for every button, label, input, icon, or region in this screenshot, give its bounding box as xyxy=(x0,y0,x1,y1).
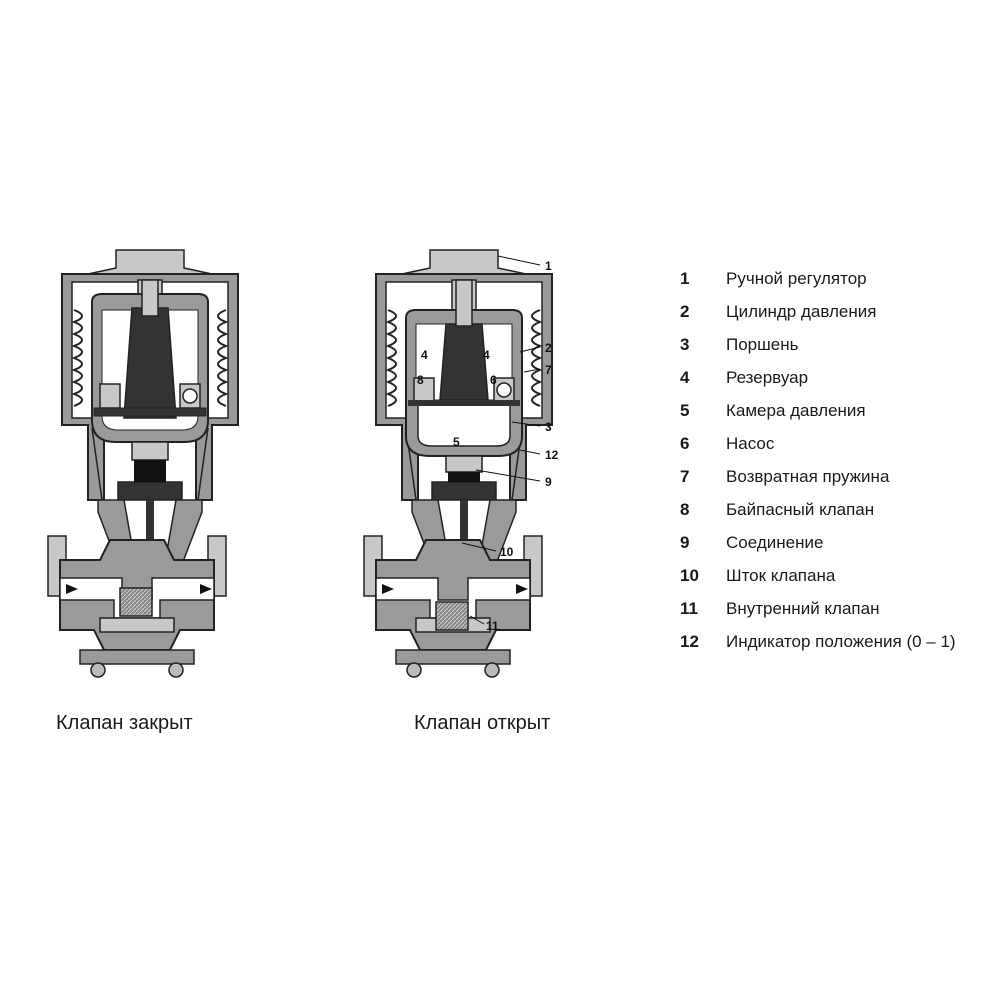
legend-text: Резервуар xyxy=(726,368,809,387)
label-bypass: 8 xyxy=(417,373,424,387)
legend-number: 2 xyxy=(680,302,690,321)
legend-item: 3 Поршень xyxy=(680,328,990,361)
legend-text: Поршень xyxy=(726,335,799,354)
legend-text: Насос xyxy=(726,434,775,453)
label-chamber: 5 xyxy=(453,435,460,449)
caption-open: Клапан открыт xyxy=(414,712,551,734)
legend-number: 1 xyxy=(680,269,690,288)
legend-item: 5 Камера давления xyxy=(680,394,990,427)
callout-1: 1 xyxy=(545,259,552,273)
legend-number: 9 xyxy=(680,533,690,552)
legend-number: 7 xyxy=(680,467,690,486)
legend-item: 1 Ручной регулятор xyxy=(680,262,990,295)
callout-7: 7 xyxy=(545,363,552,377)
label-reservoir-left: 4 xyxy=(421,348,428,362)
legend-text: Байпасный клапан xyxy=(726,500,875,519)
legend-item: 7 Возвратная пружина xyxy=(680,460,990,493)
legend-item: 8 Байпасный клапан xyxy=(680,493,990,526)
callout-11: 11 xyxy=(486,619,499,633)
legend-number: 10 xyxy=(680,566,699,585)
legend-text: Камера давления xyxy=(726,401,866,420)
legend-text: Внутренний клапан xyxy=(726,599,880,618)
legend-item: 9 Соединение xyxy=(680,526,990,559)
legend-text: Соединение xyxy=(726,533,824,552)
legend-text: Возвратная пружина xyxy=(726,467,890,486)
legend-item: 10 Шток клапана xyxy=(680,559,990,592)
callout-12: 12 xyxy=(545,448,559,462)
legend-number: 6 xyxy=(680,434,690,453)
legend-number: 3 xyxy=(680,335,690,354)
legend-text: Ручной регулятор xyxy=(726,269,867,288)
callout-9: 9 xyxy=(545,475,552,489)
callout-numbers: 1 2 7 3 12 9 10 11 xyxy=(486,259,559,633)
callout-2: 2 xyxy=(545,341,552,355)
callout-3: 3 xyxy=(545,420,552,434)
legend-item: 6 Насос xyxy=(680,427,990,460)
label-reservoir-right: 4 xyxy=(483,348,490,362)
caption-closed: Клапан закрыт xyxy=(56,712,193,734)
legend: 1 Ручной регулятор 2 Цилиндр давления 3 … xyxy=(680,262,990,691)
legend-text: Шток клапана xyxy=(726,566,836,585)
legend-number: 5 xyxy=(680,401,690,420)
callouts xyxy=(461,255,541,625)
valve-open xyxy=(363,249,553,678)
inner-labels: 4 4 5 6 8 xyxy=(417,348,497,449)
legend-text: Цилиндр давления xyxy=(726,302,877,321)
legend-item: 4 Резервуар xyxy=(680,361,990,394)
legend-number: 8 xyxy=(680,500,690,519)
legend-text: Индикатор положения (0 – 1) xyxy=(726,632,956,651)
legend-number: 4 xyxy=(680,368,690,387)
legend-item: 2 Цилиндр давления xyxy=(680,295,990,328)
legend-number: 11 xyxy=(680,599,698,618)
callout-10: 10 xyxy=(500,545,514,559)
legend-item: 12 Индикатор положения (0 – 1) xyxy=(680,625,990,691)
valve-closed xyxy=(47,249,239,678)
label-pump: 6 xyxy=(490,373,497,387)
legend-item: 11 Внутренний клапан xyxy=(680,592,990,625)
legend-number: 12 xyxy=(680,632,699,651)
